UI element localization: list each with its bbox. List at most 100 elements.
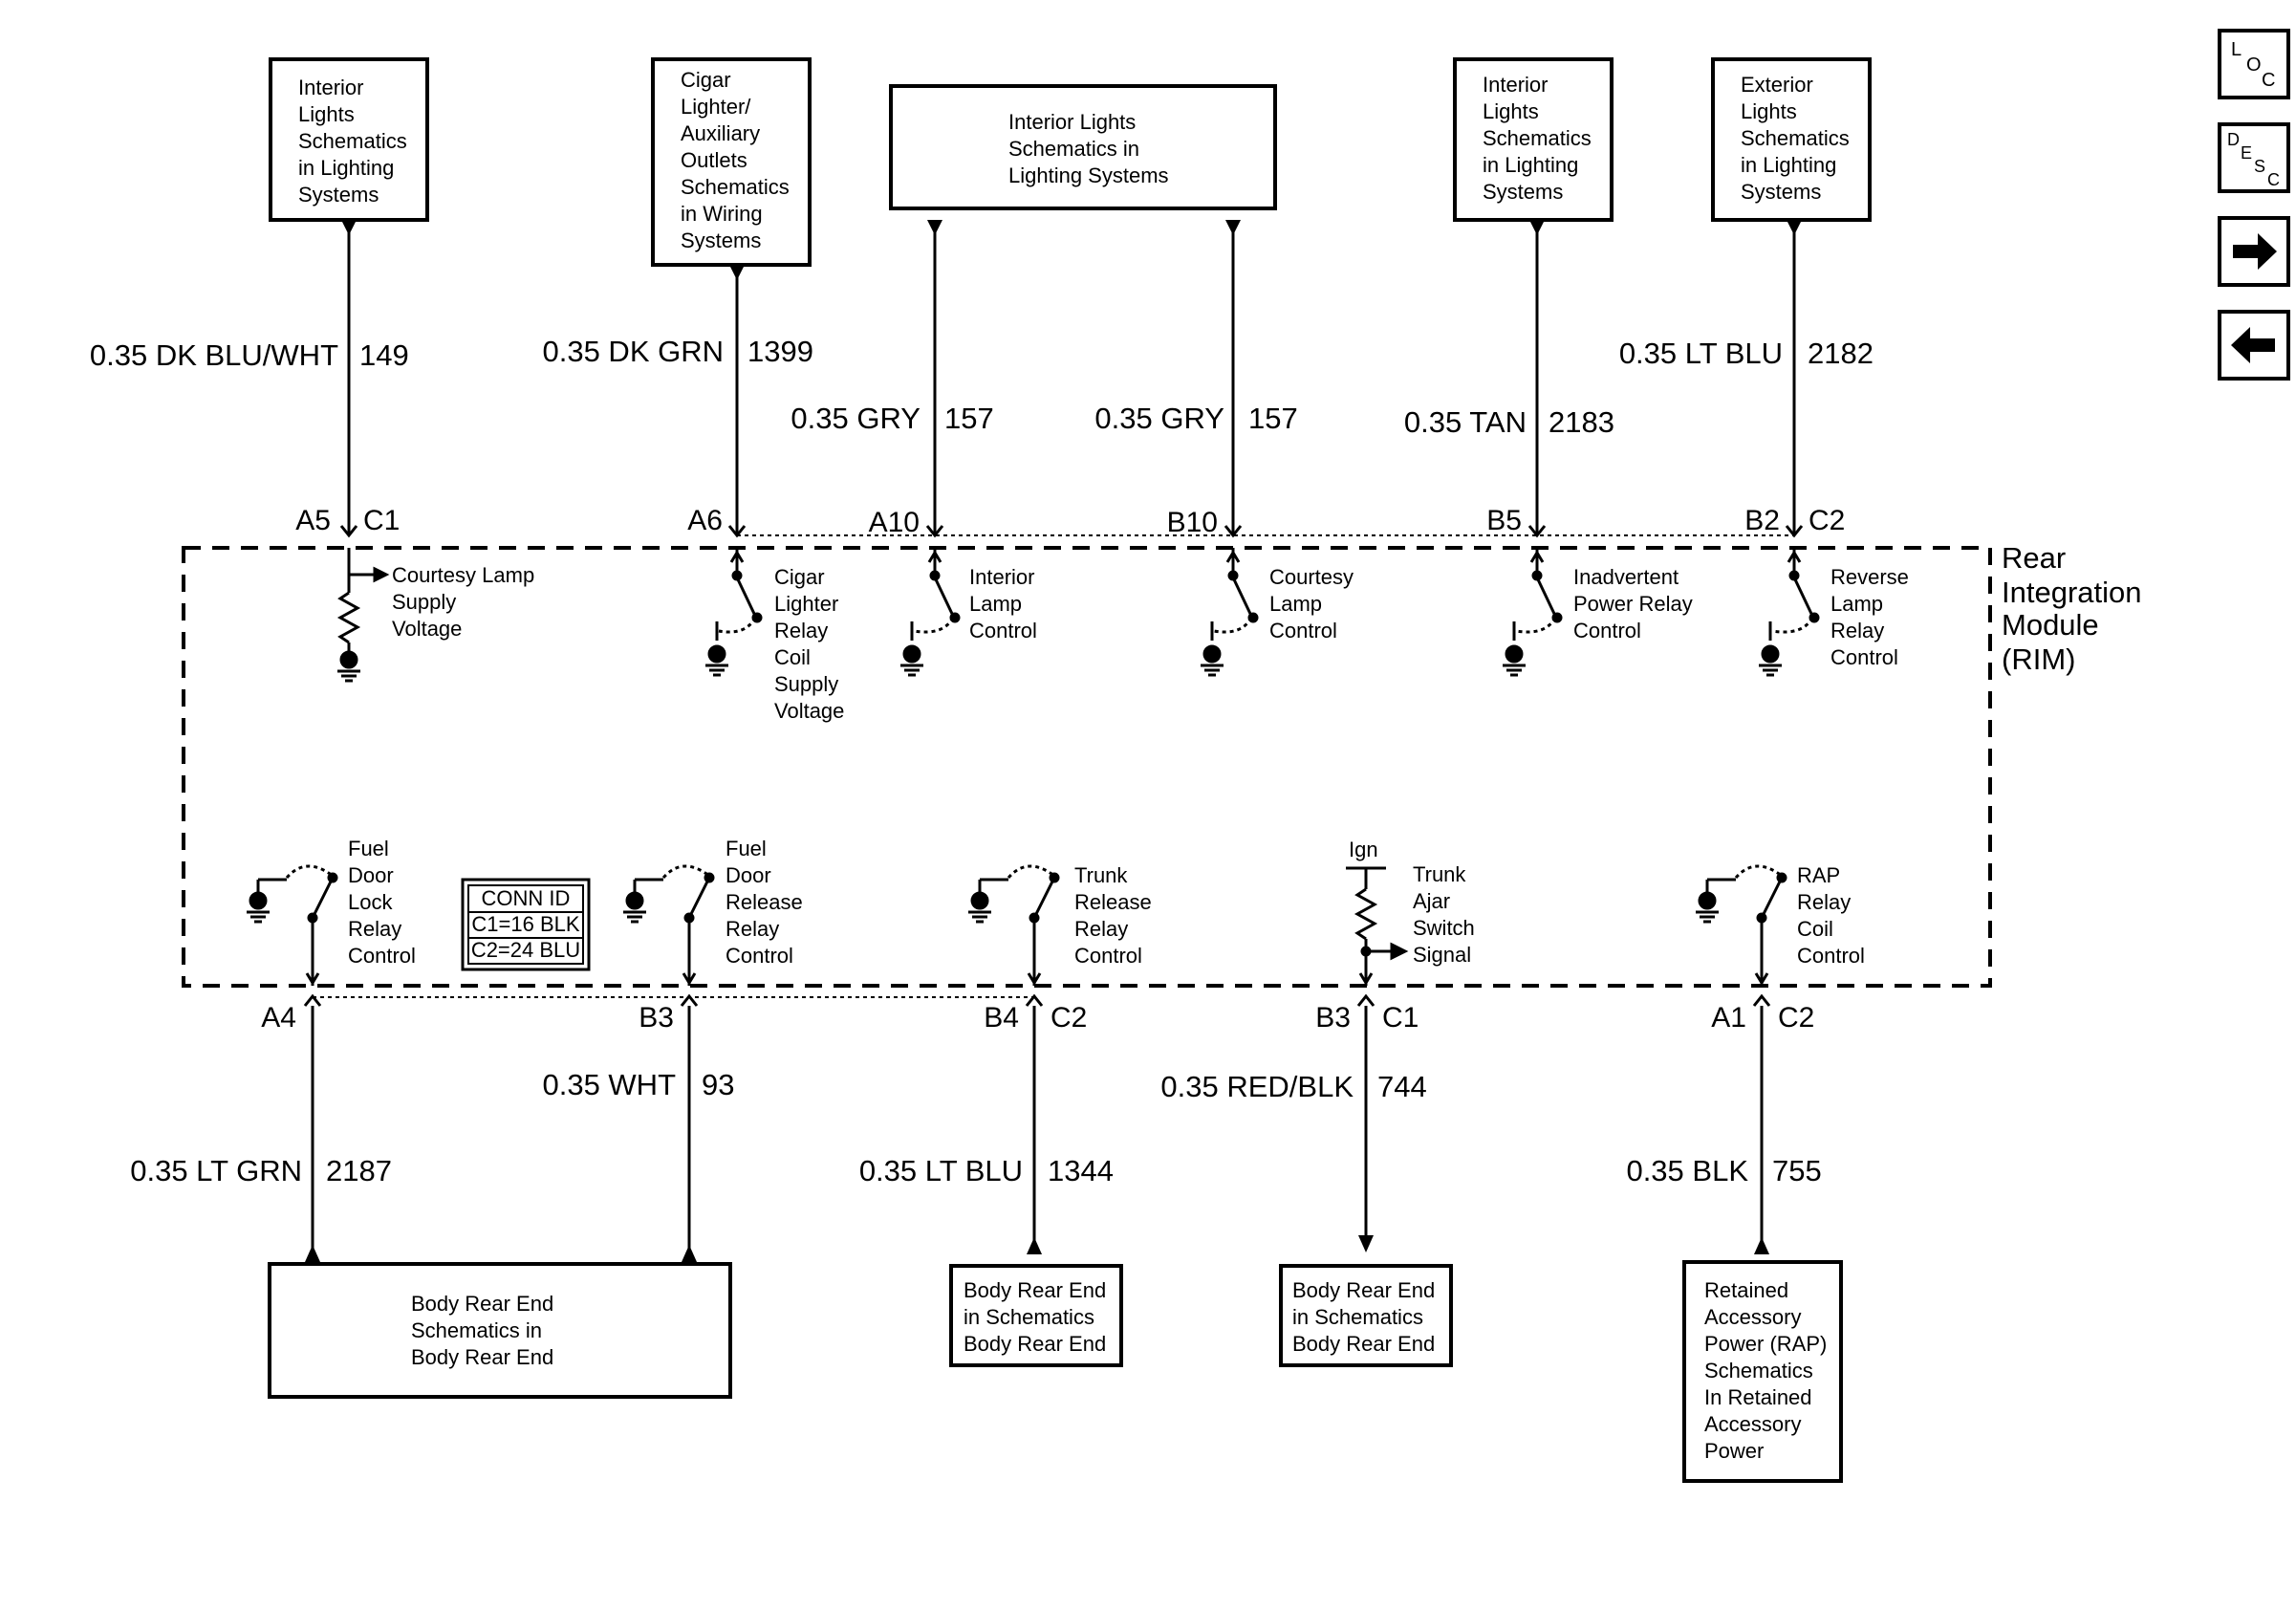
top-arrowheads [341,220,1802,280]
conn-id-line: C1=16 BLK [471,912,579,936]
wire-color-label: 0.35 DK GRN [542,335,724,368]
pin-label: A5 [295,505,331,536]
wire-color-label: 0.35 LT GRN [130,1154,302,1187]
bottom-switches [247,864,1787,986]
svg-text:C: C [2262,70,2275,91]
conn-id-box: CONN ID C1=16 BLK C2=24 BLU [461,878,591,971]
wire-color-label: 0.35 RED/BLK [1160,1070,1354,1103]
box-line: Interior [298,76,363,99]
switch-fuel-door-release [623,864,715,986]
circuit-number: 157 [944,402,994,435]
circuit-number: 149 [359,338,409,372]
top-wire-labels: 0.35 DK BLU/WHT 149 0.35 DK GRN 1399 0.3… [90,335,1874,439]
circuit-number: 2187 [326,1154,392,1187]
wire-color-label: 0.35 GRY [1094,402,1224,435]
wire-color-label: 0.35 LT BLU [859,1154,1023,1187]
prev-arrow-icon [2231,327,2275,363]
pin-label: B10 [1167,507,1218,538]
conn-id-line: C2=24 BLU [471,938,580,962]
circuit-number: 755 [1772,1154,1822,1187]
svg-text:E: E [2241,143,2252,163]
rim-module-outline [182,546,1992,988]
pin-label: A6 [687,505,723,536]
connector-label: C2 [1051,1002,1087,1034]
switch-fuel-door-lock [247,864,338,986]
bottom-arrowheads [305,1235,1769,1262]
wire-color-label: 0.35 BLK [1626,1154,1748,1187]
location-button[interactable]: L O C [2218,29,2290,99]
circuit-number: 1344 [1048,1154,1114,1187]
svg-text:S: S [2254,157,2265,176]
top-connector-pins: A5 C1 A6 A10 B10 B5 B2 C2 [295,505,1845,538]
pin-label: B4 [984,1002,1019,1034]
switch-inadvertent-power [1503,548,1563,677]
wire-color-label: 0.35 DK BLU/WHT [90,338,338,372]
top-wires [347,220,1796,533]
pin-label: A10 [869,507,920,538]
pin-label: B3 [1315,1002,1351,1034]
switch-trunk-release [968,864,1060,986]
switch-cigar-lighter [705,548,763,677]
next-button[interactable] [2218,216,2290,287]
pin-label: A1 [1711,1002,1746,1034]
circuit-number: 2182 [1808,337,1874,370]
switch-courtesy-lamp [1201,548,1259,677]
circuit-number: 2183 [1549,405,1614,439]
switch-interior-lamp [900,548,961,677]
ignition-supply-label: Ign [1349,838,1378,861]
connector-label: C1 [1382,1002,1419,1034]
description-button[interactable]: D E S C [2218,122,2290,193]
circuit-number: 157 [1248,402,1298,435]
pin-label: B3 [639,1002,674,1034]
wire-color-label: 0.35 LT BLU [1619,337,1783,370]
pin-label: B5 [1486,505,1522,536]
svg-text:O: O [2246,54,2262,76]
wire-color-label: 0.35 TAN [1404,405,1527,439]
prev-button[interactable] [2218,310,2290,381]
circuit-number: 1399 [747,335,813,368]
wire-color-label: 0.35 WHT [542,1068,676,1101]
trunk-ajar-signal-circuit [1346,866,1409,986]
bottom-wire-labels: 0.35 LT GRN 2187 0.35 WHT 93 0.35 LT BLU… [130,1068,1822,1187]
connector-label: C1 [363,505,400,536]
switch-rap-relay [1696,864,1787,986]
connector-label: C2 [1809,505,1845,536]
switch-reverse-lamp [1759,548,1820,677]
pin-label: A4 [261,1002,296,1034]
next-arrow-icon [2233,233,2277,270]
circuit-number: 744 [1377,1070,1427,1103]
pin-label: B2 [1744,505,1780,536]
svg-text:D: D [2227,130,2240,149]
bottom-wires [311,1006,1764,1251]
top-switches [705,548,1820,677]
connector-label: C2 [1778,1002,1814,1034]
courtesy-lamp-supply-circuit [336,548,390,683]
